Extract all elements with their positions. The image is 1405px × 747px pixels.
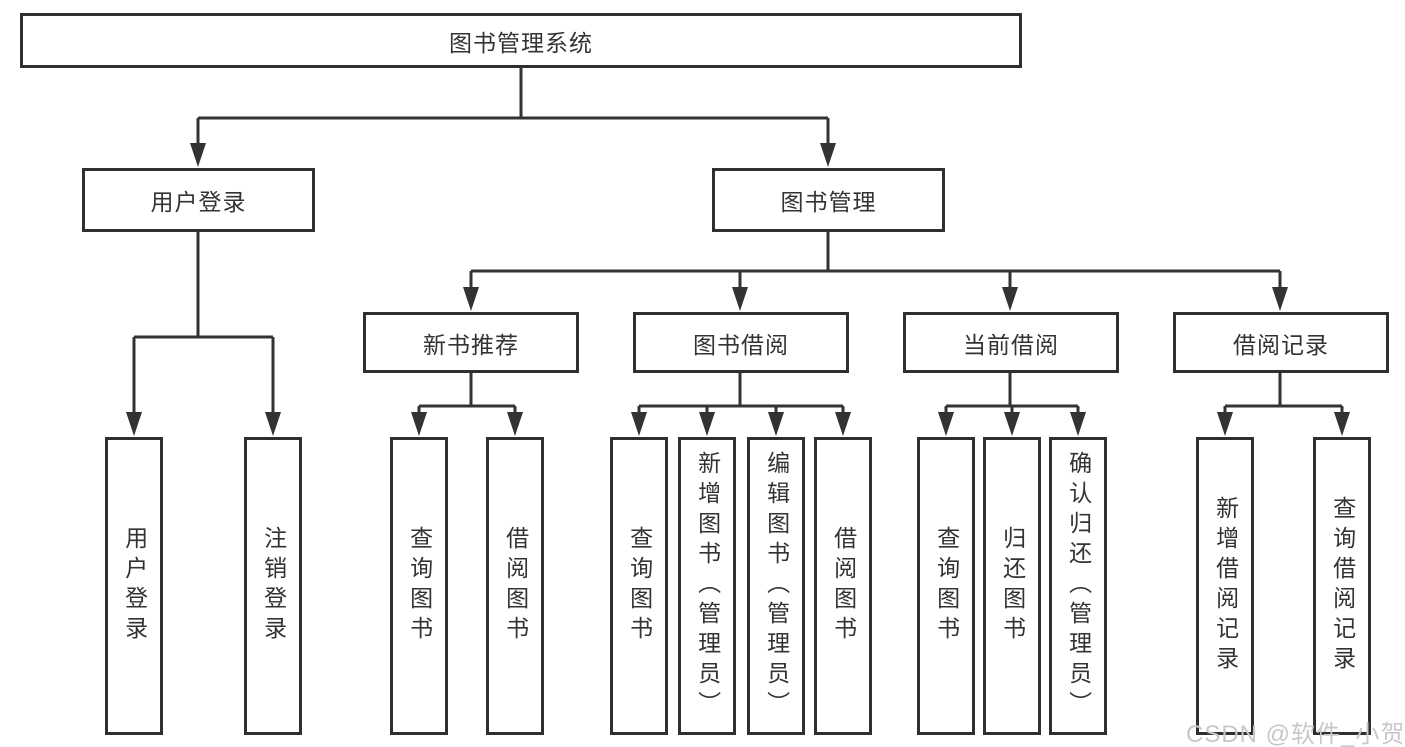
leaf-borrow-books-recommend-label: 借阅图书 <box>502 526 529 646</box>
leaf-borrow-books-recommend: 借阅图书 <box>486 437 544 735</box>
leaf-user-login: 用户登录 <box>105 437 163 735</box>
leaf-edit-books-admin-label: 编辑图书（管理员） <box>763 451 790 721</box>
leaf-return-books: 归还图书 <box>983 437 1041 735</box>
node-borrow-records-label: 借阅记录 <box>1233 331 1329 358</box>
leaf-query-books-recommend: 查询图书 <box>390 437 448 735</box>
leaf-return-books-label: 归还图书 <box>999 526 1026 646</box>
node-new-book-recommend: 新书推荐 <box>363 312 579 373</box>
leaf-query-books-current: 查询图书 <box>917 437 975 735</box>
node-book-borrow-label: 图书借阅 <box>693 331 789 358</box>
leaf-add-borrow-record: 新增借阅记录 <box>1196 437 1254 735</box>
leaf-add-books-admin: 新增图书（管理员） <box>678 437 736 735</box>
leaf-confirm-return-admin: 确认归还（管理员） <box>1049 437 1107 735</box>
leaf-borrow-books-label: 借阅图书 <box>830 526 857 646</box>
leaf-query-borrow-record: 查询借阅记录 <box>1313 437 1371 735</box>
leaf-user-login-label: 用户登录 <box>121 526 148 646</box>
node-book-borrow: 图书借阅 <box>633 312 849 373</box>
leaf-query-books-borrow-label: 查询图书 <box>626 526 653 646</box>
leaf-logout: 注销登录 <box>244 437 302 735</box>
node-current-borrow: 当前借阅 <box>903 312 1119 373</box>
leaf-query-borrow-record-label: 查询借阅记录 <box>1329 496 1356 676</box>
leaf-add-books-admin-label: 新增图书（管理员） <box>694 451 721 721</box>
node-root-label: 图书管理系统 <box>449 29 593 56</box>
node-book-management: 图书管理 <box>712 168 945 232</box>
node-root: 图书管理系统 <box>20 13 1022 68</box>
leaf-query-books-current-label: 查询图书 <box>933 526 960 646</box>
node-current-borrow-label: 当前借阅 <box>963 331 1059 358</box>
node-new-book-recommend-label: 新书推荐 <box>423 331 519 358</box>
node-borrow-records: 借阅记录 <box>1173 312 1389 373</box>
leaf-add-borrow-record-label: 新增借阅记录 <box>1212 496 1239 676</box>
node-user-login: 用户登录 <box>82 168 315 232</box>
node-user-login-label: 用户登录 <box>150 189 247 215</box>
leaf-confirm-return-admin-label: 确认归还（管理员） <box>1065 451 1092 721</box>
leaf-query-books-borrow: 查询图书 <box>610 437 668 735</box>
leaf-logout-label: 注销登录 <box>260 526 287 646</box>
leaf-query-books-recommend-label: 查询图书 <box>406 526 433 646</box>
leaf-edit-books-admin: 编辑图书（管理员） <box>747 437 805 735</box>
node-book-management-label: 图书管理 <box>780 189 877 215</box>
leaf-borrow-books: 借阅图书 <box>814 437 872 735</box>
